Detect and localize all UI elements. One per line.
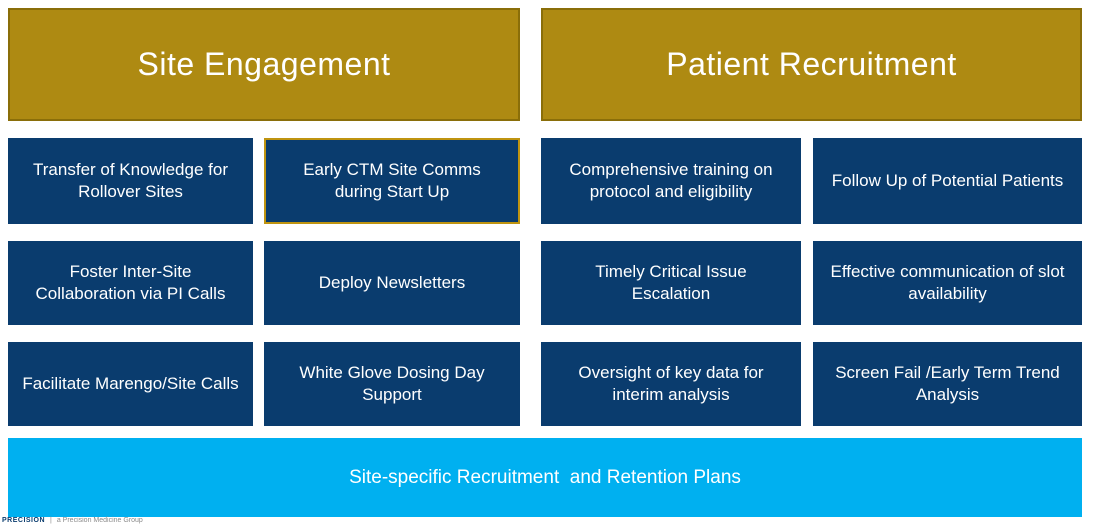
footer-separator: | — [50, 517, 52, 524]
box-foster-inter-site-collaboration: Foster Inter-Site Collaboration via PI C… — [8, 241, 253, 325]
box-comprehensive-training: Comprehensive training on protocol and e… — [541, 138, 801, 224]
box-transfer-of-knowledge: Transfer of Knowledge for Rollover Sites — [8, 138, 253, 224]
box-deploy-newsletters: Deploy Newsletters — [264, 241, 520, 325]
box-screen-fail-early-term-trend-analysis: Screen Fail /Early Term Trend Analysis — [813, 342, 1082, 426]
footer-logo-wordmark: PRECISION — [2, 517, 46, 524]
box-oversight-key-data-interim-analysis: Oversight of key data for interim analys… — [541, 342, 801, 426]
section-header-site-engagement: Site Engagement — [8, 8, 520, 121]
section-site-engagement: Site Engagement Transfer of Knowledge fo… — [8, 8, 520, 426]
box-timely-critical-issue-escalation: Timely Critical Issue Escalation — [541, 241, 801, 325]
box-facilitate-marengo-site-calls: Facilitate Marengo/Site Calls — [8, 342, 253, 426]
bottom-bar-site-specific-plans: Site-specific Recruitment and Retention … — [8, 438, 1082, 517]
box-follow-up-potential-patients: Follow Up of Potential Patients — [813, 138, 1082, 224]
box-early-ctm-site-comms: Early CTM Site Comms during Start Up — [264, 138, 520, 224]
footer: PRECISION | a Precision Medicine Group — [2, 517, 143, 524]
section-patient-recruitment: Patient Recruitment Comprehensive traini… — [541, 8, 1082, 426]
box-effective-communication-slot-availability: Effective communication of slot availabi… — [813, 241, 1082, 325]
section-header-patient-recruitment: Patient Recruitment — [541, 8, 1082, 121]
box-white-glove-dosing-day-support: White Glove Dosing Day Support — [264, 342, 520, 426]
footer-tagline: a Precision Medicine Group — [56, 517, 143, 524]
